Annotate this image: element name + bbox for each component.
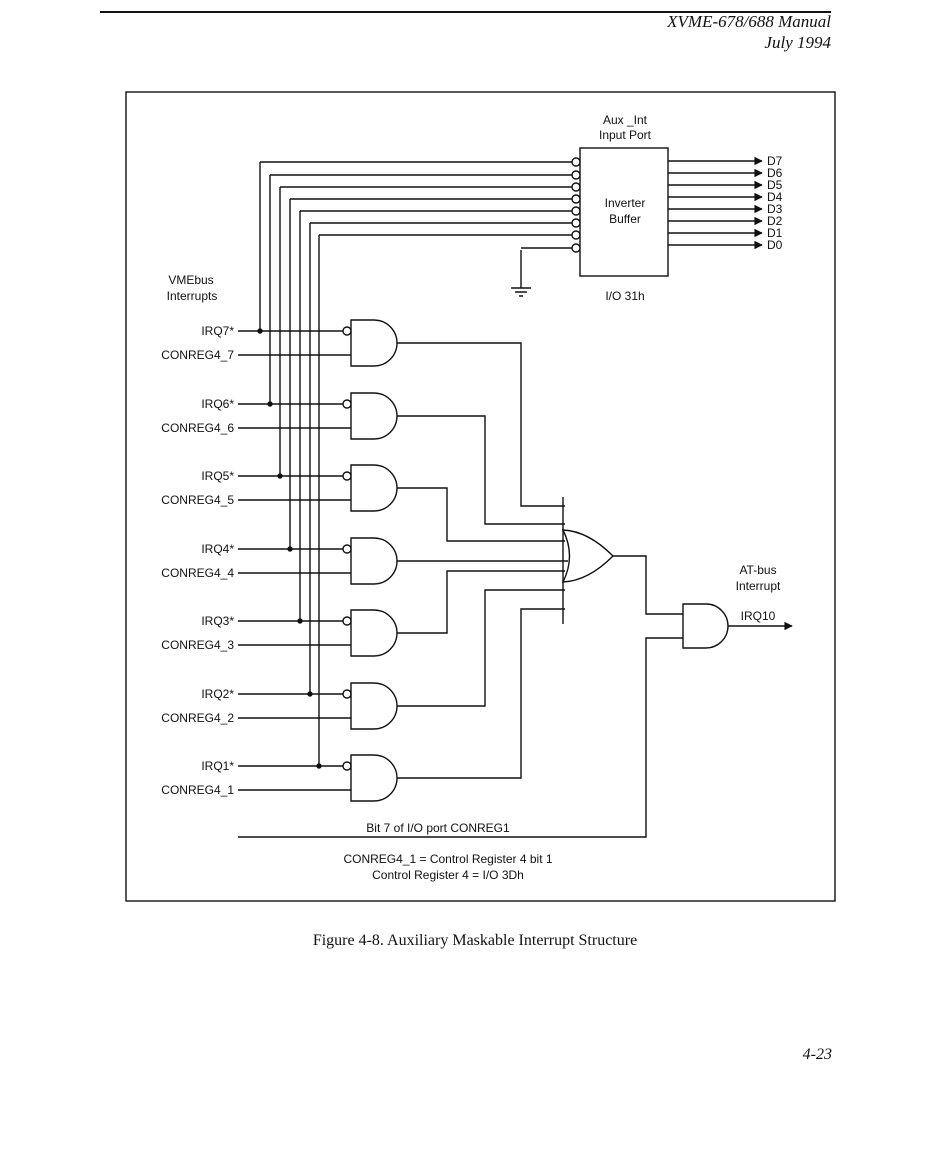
figure-frame — [125, 91, 836, 902]
irq-label-1: IRQ1* — [201, 759, 234, 773]
and-gate-6 — [350, 392, 398, 440]
output-label-d6: D6 — [767, 166, 783, 180]
data-output-lines — [668, 156, 763, 250]
conreg-label-6: CONREG4_6 — [161, 421, 234, 435]
conreg-label-5: CONREG4_5 — [161, 493, 234, 507]
conreg-label-7: CONREG4_7 — [161, 348, 234, 362]
page-number: 4-23 — [802, 1046, 832, 1063]
port-title-1: Aux _Int — [603, 113, 648, 127]
output-label-d3: D3 — [767, 202, 783, 216]
vmebus-label-1: VMEbus — [168, 273, 213, 287]
bus-feed-lines — [259, 157, 581, 765]
bit7-line — [238, 637, 683, 838]
final-and-gate — [682, 603, 729, 649]
and-gate-7 — [350, 319, 398, 367]
buffer-label-2: Buffer — [609, 212, 641, 226]
conreg-label-3: CONREG4_3 — [161, 638, 234, 652]
and-gate-1 — [350, 754, 398, 802]
manual-title: XVME-678/688 Manual — [667, 12, 831, 31]
atbus-label-2: Interrupt — [736, 579, 781, 593]
output-label-d2: D2 — [767, 214, 783, 228]
port-address: I/O 31h — [605, 289, 644, 303]
and-gate-5 — [350, 464, 398, 512]
irq-label-2: IRQ2* — [201, 687, 234, 701]
and-gate-3 — [350, 609, 398, 657]
vmebus-label-2: Interrupts — [167, 289, 218, 303]
conreg-label-1: CONREG4_1 — [161, 783, 234, 797]
ground-symbol — [511, 250, 531, 297]
conreg-label-4: CONREG4_4 — [161, 566, 234, 580]
irq-label-3: IRQ3* — [201, 614, 234, 628]
output-label-d5: D5 — [767, 178, 783, 192]
bit7-label: Bit 7 of I/O port CONREG1 — [366, 821, 510, 835]
or-gate — [561, 529, 614, 583]
output-label-d4: D4 — [767, 190, 783, 204]
irq-label-6: IRQ6* — [201, 397, 234, 411]
irq-label-7: IRQ7* — [201, 324, 234, 338]
header-rule — [100, 11, 831, 13]
output-label-d1: D1 — [767, 226, 783, 240]
note-line-2: Control Register 4 = I/O 3Dh — [372, 868, 524, 882]
buffer-label-1: Inverter — [605, 196, 646, 210]
port-title-2: Input Port — [599, 128, 652, 142]
output-label-d7: D7 — [767, 154, 783, 168]
irq-label-4: IRQ4* — [201, 542, 234, 556]
conreg-label-2: CONREG4_2 — [161, 711, 234, 725]
and-gates — [238, 319, 398, 802]
atbus-label-1: AT-bus — [739, 563, 776, 577]
irq10-label: IRQ10 — [741, 609, 776, 623]
irq-label-5: IRQ5* — [201, 469, 234, 483]
note-line-1: CONREG4_1 = Control Register 4 bit 1 — [343, 852, 552, 866]
manual-date: July 1994 — [764, 33, 831, 52]
and-gate-4 — [350, 537, 398, 585]
and-gate-2 — [350, 682, 398, 730]
figure-caption: Figure 4-8. Auxiliary Maskable Interrupt… — [312, 932, 638, 949]
output-label-d0: D0 — [767, 238, 783, 252]
gate-routing — [397, 342, 568, 779]
